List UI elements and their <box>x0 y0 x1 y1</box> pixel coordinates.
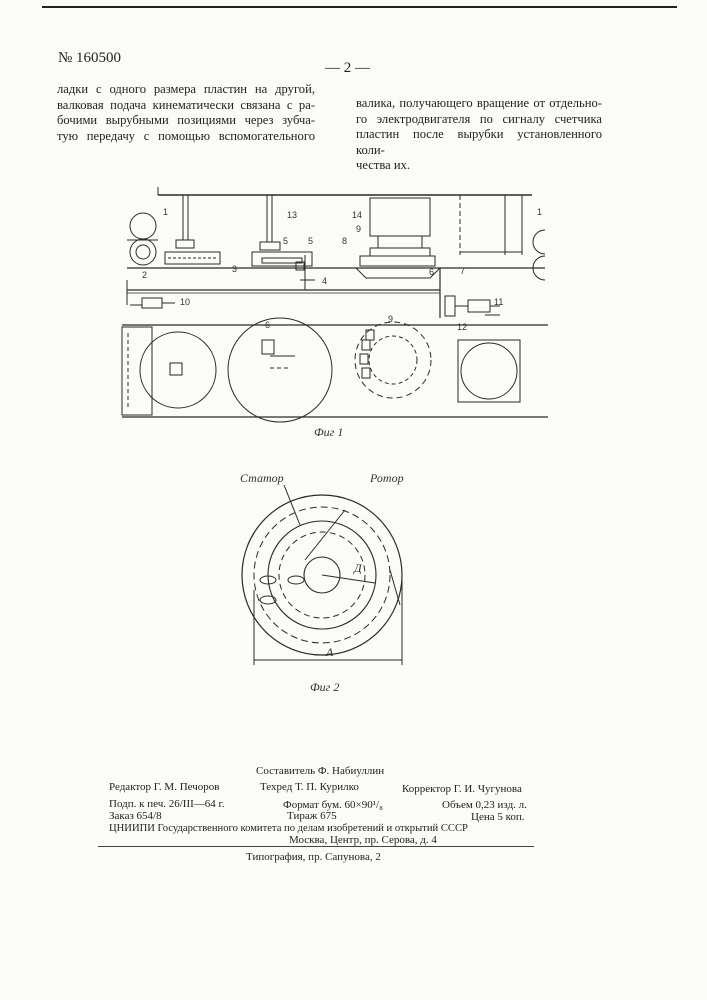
imprint-price: Цена 5 коп. <box>471 811 525 824</box>
imprint-techred: Техред Т. П. Курилко <box>260 781 359 794</box>
imprint-editor: Редактор Г. М. Печоров <box>109 781 219 794</box>
imprint-rule <box>98 846 534 847</box>
imprint-corrector: Корректор Г. И. Чугунова <box>402 783 522 796</box>
imprint-printer: Типография, пр. Сапунова, 2 <box>246 851 381 864</box>
stator-label: Статор <box>240 471 284 485</box>
figure-2-caption: Фиг 2 <box>310 680 339 694</box>
imprint-compiler: Составитель Ф. Набиуллин <box>256 765 384 778</box>
dimension-a-label: А <box>325 645 334 659</box>
rotor-label: Ротор <box>369 471 404 485</box>
dimension-d-label: Д <box>353 561 363 575</box>
